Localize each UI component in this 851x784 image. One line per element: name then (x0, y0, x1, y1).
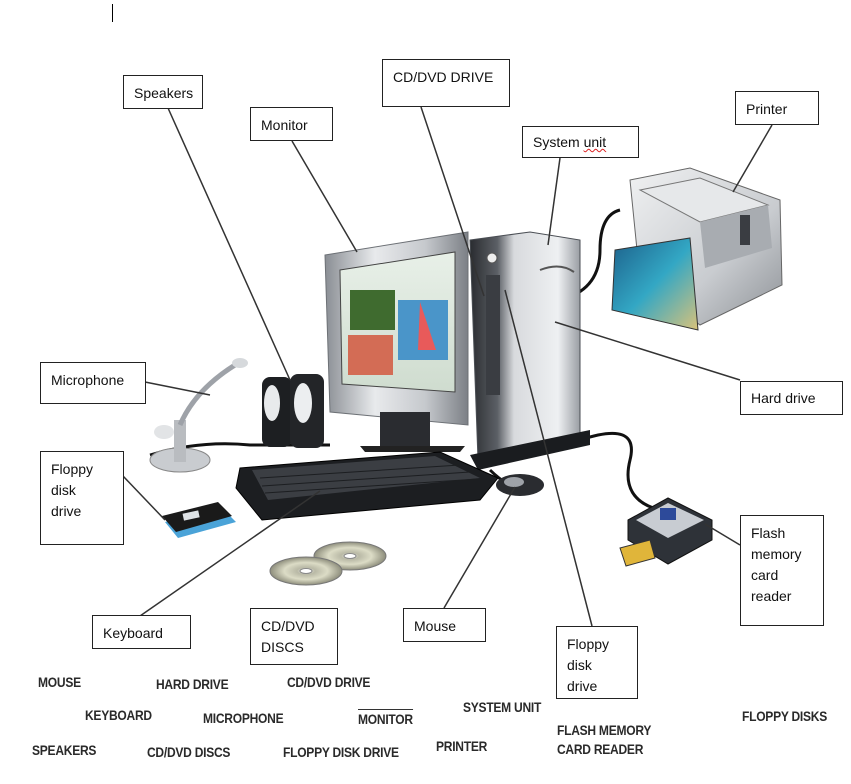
word-bank-monitor: MONITOR (358, 709, 413, 727)
microphone-image (149, 358, 248, 473)
word-bank-keyboard: KEYBOARD (85, 707, 152, 723)
speakers-image (262, 374, 324, 448)
label-keyboard: Keyboard (92, 615, 191, 649)
word-bank-cd-dvd-discs: CD/DVD DISCS (147, 744, 231, 760)
card-reader-image (619, 497, 713, 567)
keyboard-image (235, 451, 499, 521)
label-floppy-disk-drive-left: Floppy disk drive (40, 451, 124, 545)
system-unit-image (469, 231, 590, 470)
label-cd-dvd-discs: CD/DVD DISCS (250, 608, 338, 665)
label-flash-memory-card-reader: Flash memory card reader (740, 515, 824, 626)
label-printer: Printer (735, 91, 819, 125)
label-system-unit-suffix: unit (583, 134, 607, 150)
word-bank-system-unit: SYSTEM UNIT (463, 699, 542, 715)
label-speakers: Speakers (123, 75, 203, 109)
label-hard-drive: Hard drive (740, 381, 843, 415)
word-bank-flash-memory-card-reader: FLASH MEMORY CARD READER (557, 722, 652, 757)
label-mouse: Mouse (403, 608, 486, 642)
floppy-disks-image (162, 502, 236, 538)
label-cd-dvd-drive: CD/DVD DRIVE (382, 59, 510, 107)
printer-image (611, 167, 783, 331)
word-bank-speakers: SPEAKERS (32, 742, 97, 758)
word-bank-floppy-disk-drive: FLOPPY DISK DRIVE (283, 744, 399, 760)
label-system-unit: System unit (522, 126, 639, 158)
word-bank-floppy-disks: FLOPPY DISKS (742, 708, 828, 724)
word-bank-mouse: MOUSE (38, 674, 81, 690)
word-bank-printer: PRINTER (436, 738, 488, 754)
label-monitor: Monitor (250, 107, 333, 141)
label-system-unit-prefix: System (533, 134, 584, 150)
leader-lines (122, 106, 773, 627)
text-cursor (112, 4, 113, 22)
word-bank-microphone: MICROPHONE (203, 710, 284, 726)
word-bank-hard-drive: HARD DRIVE (156, 676, 229, 692)
label-floppy-disk-drive-right: Floppy disk drive (556, 626, 638, 699)
label-microphone: Microphone (40, 362, 146, 404)
word-bank-cd-dvd-drive: CD/DVD DRIVE (287, 674, 371, 690)
monitor-image (324, 231, 469, 452)
cd-discs-image (269, 541, 387, 586)
mouse-image (496, 474, 544, 496)
